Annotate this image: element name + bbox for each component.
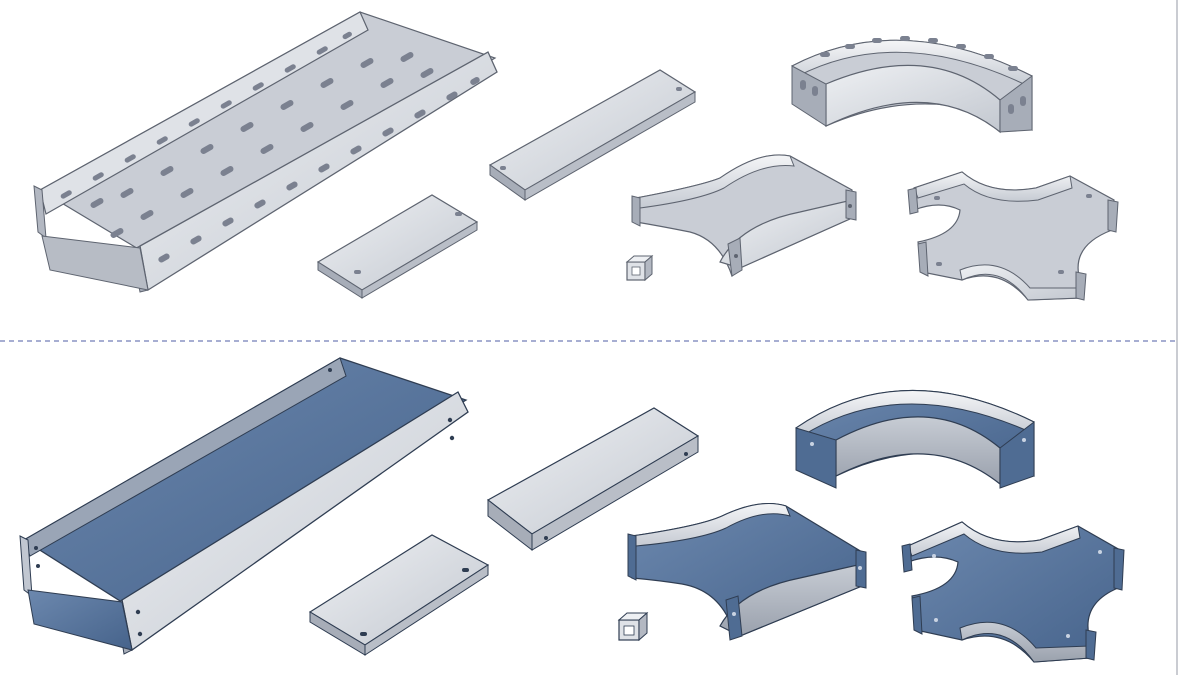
elbow-icon <box>791 36 1033 134</box>
cover-icon <box>486 407 700 552</box>
cross-icon <box>901 521 1125 663</box>
elbow-icon <box>795 389 1035 489</box>
straight-tray-icon <box>19 357 469 655</box>
connector-icon <box>625 254 654 282</box>
cover-icon <box>488 69 697 201</box>
connector-icon <box>617 611 649 642</box>
tee-icon <box>631 154 857 278</box>
splice-plate-icon <box>308 534 490 656</box>
splice-plate-icon <box>316 194 479 299</box>
cross-icon <box>907 171 1119 301</box>
section-perforated <box>33 11 1119 301</box>
straight-tray-icon <box>33 11 498 293</box>
tee-icon <box>627 502 867 641</box>
section-solid <box>19 357 1125 663</box>
